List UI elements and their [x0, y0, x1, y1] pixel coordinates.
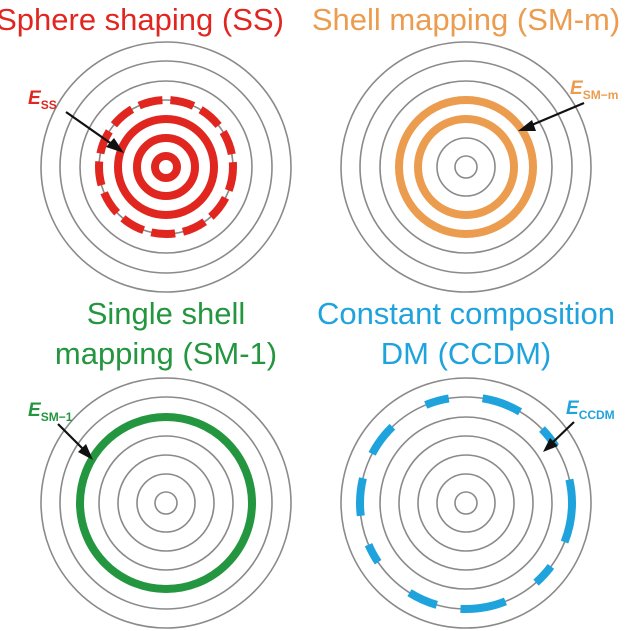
ss-shell-outer-dashed [95, 96, 237, 238]
ss-arrow [65, 111, 124, 153]
title-single-shell-line1: Single shell [87, 296, 246, 331]
panel-sphere-shaping: ESS [28, 41, 292, 293]
sm-m-shell-outer [395, 96, 537, 238]
ccdm-energy-label: ECCDM [566, 398, 615, 422]
title-sphere-shaping: Sphere shaping (SS) [0, 2, 284, 37]
sm-m-energy-shells [395, 96, 537, 238]
sm-1-arrow [57, 423, 93, 460]
panel-single-shell-mapping: ESM−1 [28, 377, 292, 629]
ccdm-shell [356, 393, 576, 613]
ss-energy-label: ESS [28, 88, 57, 112]
panel-shell-mapping: ESM−m [340, 41, 618, 293]
ss-shell-48 [114, 115, 218, 219]
sm-1-shell [76, 413, 256, 593]
ccdm-arrow [543, 421, 575, 452]
sm-m-shell-inner [414, 115, 518, 219]
title-single-shell-line2: mapping (SM-1) [55, 336, 277, 371]
title-ccdm-line1: Constant composition [317, 296, 615, 331]
ss-energy-shells [95, 96, 237, 238]
title-shell-mapping: Shell mapping (SM-m) [312, 2, 620, 37]
concentric-rings [340, 377, 592, 629]
concentric-rings [340, 41, 592, 293]
sm-m-energy-label: ESM−m [570, 78, 618, 102]
sm-m-arrow [518, 101, 585, 131]
ss-shell-inner [151, 152, 181, 182]
sm-1-energy-label: ESM−1 [28, 400, 73, 424]
panel-ccdm: ECCDM [340, 377, 615, 629]
ccdm-energy-shell-dashed [356, 393, 576, 613]
sm-1-energy-shells [76, 413, 256, 593]
ss-shell-mid [133, 134, 199, 200]
concentric-rings [40, 41, 292, 293]
title-ccdm-line2: DM (CCDM) [381, 336, 551, 371]
